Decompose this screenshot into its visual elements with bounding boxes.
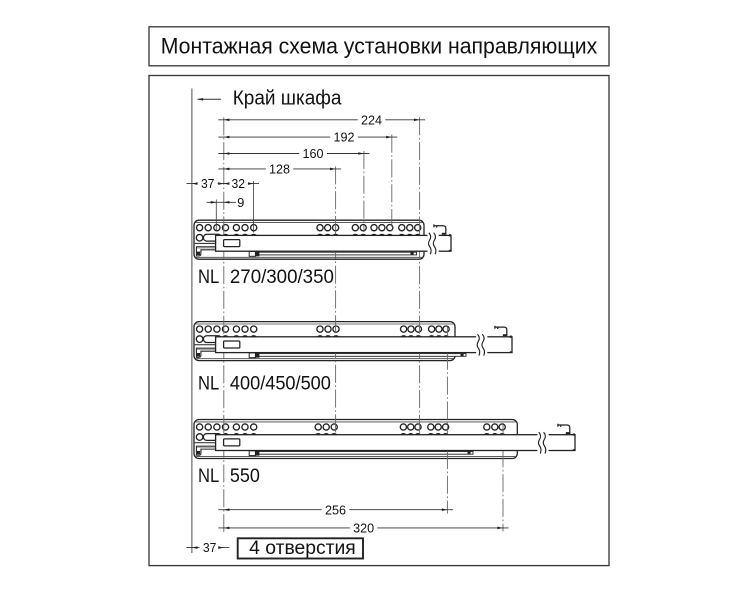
svg-text:Монтажная схема установки напр: Монтажная схема установки направляющих [161,34,598,59]
svg-text:NL: NL [198,466,219,487]
svg-text:9: 9 [237,195,244,210]
svg-text:400/450/500: 400/450/500 [230,373,331,394]
svg-text:550: 550 [230,466,260,487]
svg-text:224: 224 [361,112,382,127]
svg-text:270/300/350: 270/300/350 [230,267,334,288]
svg-text:192: 192 [334,130,355,145]
svg-text:Край шкафа: Край шкафа [233,88,343,110]
svg-text:4 отверстия: 4 отверстия [249,538,356,559]
svg-text:NL: NL [198,267,219,288]
svg-text:37: 37 [201,176,215,191]
svg-text:37: 37 [203,540,217,555]
svg-text:320: 320 [353,521,374,536]
svg-text:256: 256 [325,502,346,517]
svg-text:32: 32 [232,176,246,191]
svg-text:128: 128 [269,162,290,177]
svg-text:160: 160 [303,146,324,161]
svg-text:NL: NL [198,373,219,394]
